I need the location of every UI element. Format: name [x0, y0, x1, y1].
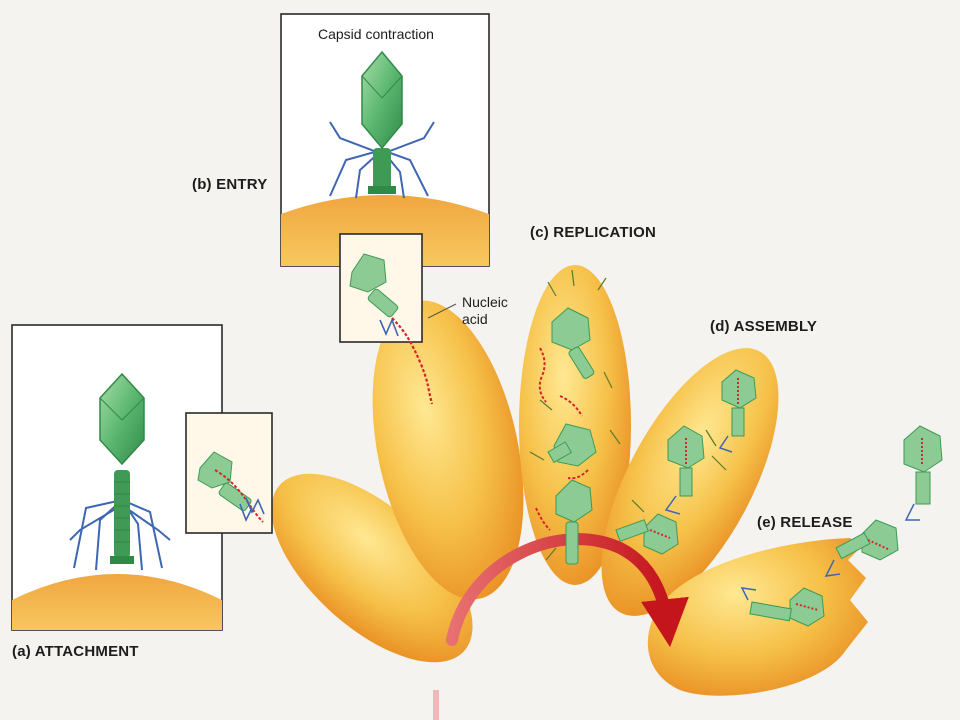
bacteriophage-icon: [824, 519, 899, 577]
bacteriophage-icon: [740, 587, 825, 627]
bacteriophage-icon: [329, 50, 435, 199]
attachment-detail-box: [185, 412, 273, 534]
bacteriophage-icon: [664, 425, 705, 515]
cycle-arrow-icon: [446, 533, 689, 648]
bacteriophage-icon: [903, 425, 943, 521]
capsid-contraction-label: Capsid contraction: [318, 26, 434, 42]
nucleic-acid-label: Nucleic acid: [462, 294, 508, 328]
injected-dna: [391, 317, 434, 405]
nucleic-acid-pointer: [427, 303, 457, 319]
stage-label-release: (e) RELEASE: [757, 514, 853, 531]
entry-detail-box: [339, 233, 423, 343]
bacterial-cell-icon: [519, 265, 631, 585]
stage-label-entry: (b) ENTRY: [192, 176, 268, 193]
stage-label-replication: (c) REPLICATION: [530, 224, 657, 241]
assembly-contents: [615, 369, 757, 555]
entry-zoom-box: [280, 13, 490, 267]
nucleic-acid-label-line2: acid: [462, 311, 488, 327]
nucleic-acid-label-line1: Nucleic: [462, 294, 508, 310]
bacterial-cell-icon: [647, 538, 868, 696]
bacteriophage-icon: [69, 372, 171, 571]
release-contents: [740, 425, 943, 627]
bacteriophage-icon: [718, 369, 757, 453]
stage-label-assembly: (d) ASSEMBLY: [710, 318, 818, 335]
bacterial-cell-icon: [271, 473, 473, 663]
replication-contents: [529, 269, 621, 565]
bacterial-cell-icon: [372, 300, 524, 600]
bacteriophage-icon: [615, 513, 679, 555]
stage-label-attachment: (a) ATTACHMENT: [12, 643, 139, 660]
